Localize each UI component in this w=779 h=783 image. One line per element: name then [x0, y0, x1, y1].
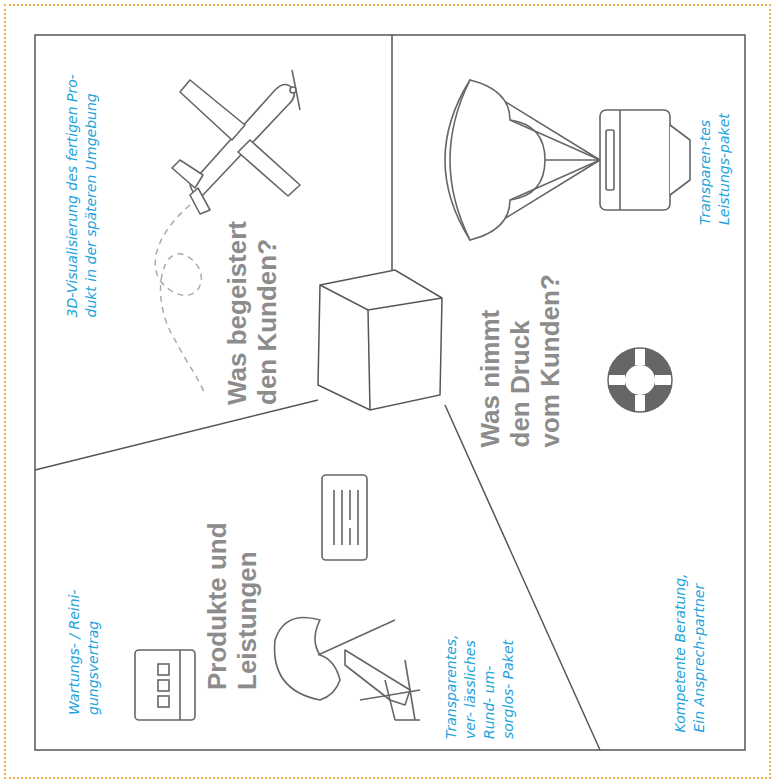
section-heading: Produkte und Leistungen [202, 490, 262, 690]
note-text: Wartungs- / Reini- gungsvertrag [65, 565, 103, 715]
note-text: Transparentes, ver- lässliches Rund- um-… [442, 621, 518, 739]
section-heading: Was nimmt den Druck vom Kunden? [475, 273, 565, 448]
note-text: Kompetente Beratung, Ein Ansprech-partne… [671, 548, 709, 733]
section-heading: Was begeistert den Kunden? [222, 175, 282, 405]
note-text: 3D-Visualisierung des fertigen Pro- dukt… [63, 63, 101, 318]
note-text: Transparen-tes Leistungs-paket [696, 75, 734, 225]
